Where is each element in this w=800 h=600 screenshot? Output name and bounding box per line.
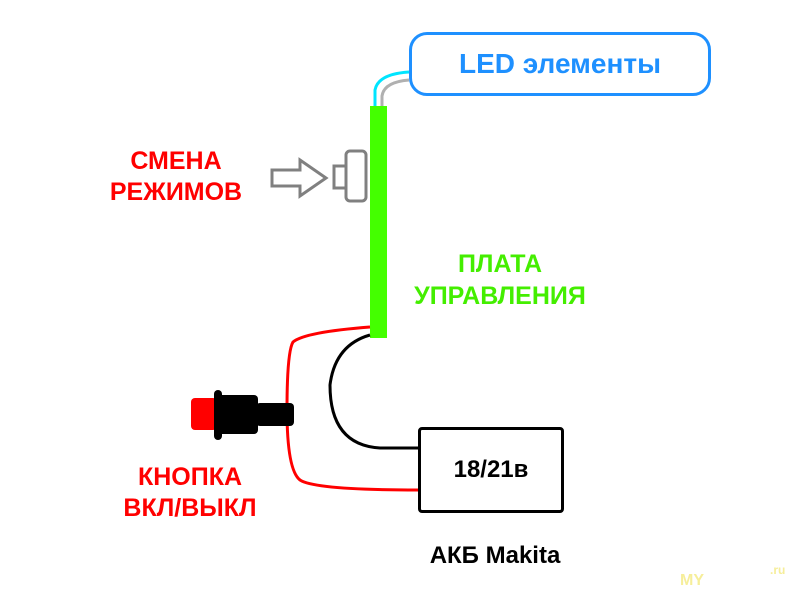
mode-switch-label: СМЕНА РЕЖИМОВ	[96, 146, 256, 208]
black-wire	[328, 333, 418, 450]
led-elements-box: LED элементы	[409, 32, 711, 96]
mode-switch-label-line1: СМЕНА	[130, 147, 222, 175]
led-wire-cyan	[373, 70, 410, 106]
power-button-label-line1: КНОПКА	[137, 463, 243, 491]
control-board-label-line1: ПЛАТА	[457, 250, 543, 278]
power-button-label: КНОПКА ВКЛ/ВЫКЛ	[105, 462, 275, 524]
mode-switch-label-line2: РЕЖИМОВ	[109, 178, 243, 206]
control-board-label: ПЛАТА УПРАВЛЕНИЯ	[395, 248, 605, 312]
red-wire	[285, 325, 419, 492]
led-wire-gray	[380, 78, 410, 106]
led-elements-label: LED элементы	[459, 48, 661, 79]
power-button-label-line2: ВКЛ/ВЫКЛ	[123, 494, 257, 522]
battery-box: 18/21в	[418, 427, 564, 513]
power-button-body	[218, 395, 258, 434]
power-button-cap	[191, 398, 217, 430]
arrow-icon	[270, 157, 329, 199]
battery-voltage: 18/21в	[453, 456, 529, 483]
power-button-stem	[256, 403, 294, 426]
mode-switch-stem	[332, 164, 348, 190]
watermark-left: MY	[680, 572, 704, 589]
mode-switch-body	[344, 149, 368, 203]
control-board-strip	[370, 106, 387, 338]
watermark-right: .ru	[770, 563, 786, 577]
control-board-label-line2: УПРАВЛЕНИЯ	[414, 282, 586, 310]
battery-caption: АКБ Makita	[429, 542, 561, 569]
